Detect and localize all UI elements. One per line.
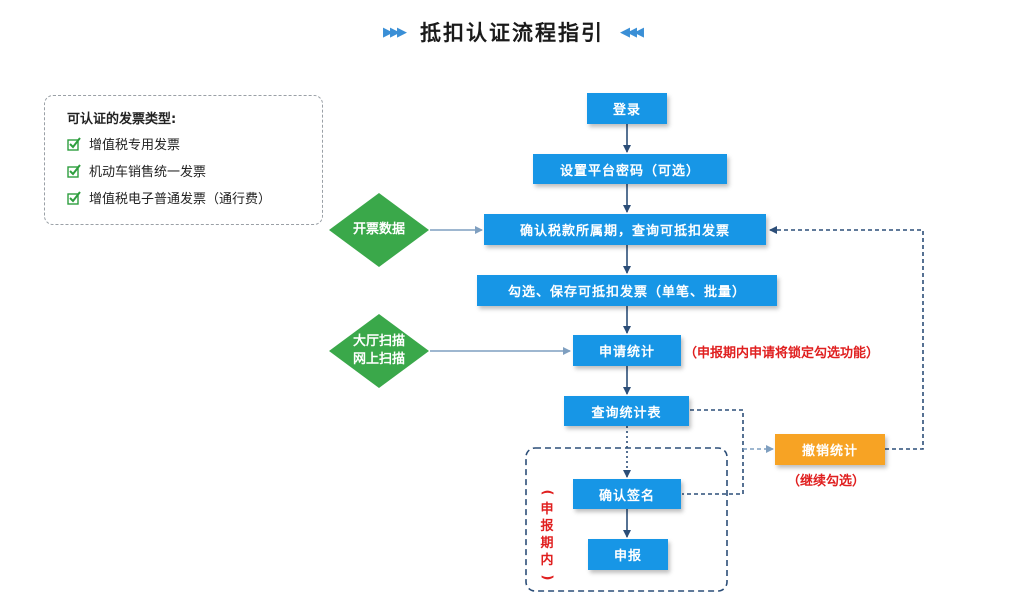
legend-item: 机动车销售统一发票 bbox=[67, 161, 206, 180]
invoice-data-label: 开票数据 bbox=[352, 222, 405, 237]
invoice-types-legend: 可认证的发票类型: 增值税专用发票 机动车销售统一发票 增值税电子普通发票（通行… bbox=[44, 95, 323, 225]
cancel-stats-step: 撤销统计 bbox=[775, 434, 885, 465]
apply-stats-note: （申报期内申请将锁定勾选功能） bbox=[684, 346, 880, 361]
legend-item: 增值税专用发票 bbox=[67, 134, 180, 153]
scan-diamond: 大厅扫描 网上扫描 bbox=[327, 312, 431, 390]
legend-item-label: 增值税专用发票 bbox=[89, 138, 181, 153]
checkbox-checked-icon bbox=[67, 190, 81, 205]
legend-item: 增值税电子普通发票（通行费） bbox=[67, 188, 271, 207]
query-stats-step: 查询统计表 bbox=[564, 396, 689, 426]
checkbox-checked-icon bbox=[67, 163, 81, 178]
header: ▶▶▶ 抵扣认证流程指引 ◀◀◀ bbox=[0, 12, 1024, 52]
continue-select-note: （继续勾选） bbox=[787, 474, 866, 489]
declaration-period-box bbox=[525, 447, 728, 592]
confirm-period-step: 确认税款所属期，查询可抵扣发票 bbox=[484, 214, 766, 245]
login-step: 登录 bbox=[587, 93, 667, 124]
legend-item-label: 增值税电子普通发票（通行费） bbox=[89, 192, 272, 207]
hall-scan-label: 大厅扫描 bbox=[352, 334, 405, 349]
online-scan-label: 网上扫描 bbox=[352, 352, 405, 367]
page-title: 抵扣认证流程指引 bbox=[420, 20, 604, 45]
declare-step: 申报 bbox=[588, 539, 668, 570]
left-arrows-icon: ◀◀◀ bbox=[620, 24, 644, 40]
confirm-sign-step: 确认签名 bbox=[573, 479, 681, 509]
legend-item-label: 机动车销售统一发票 bbox=[89, 165, 207, 180]
set-password-step: 设置平台密码（可选） bbox=[533, 154, 727, 184]
apply-stats-step: 申请统计 bbox=[573, 335, 681, 366]
right-arrows-icon: ▶▶▶ bbox=[383, 24, 407, 40]
select-save-step: 勾选、保存可抵扣发票（单笔、批量） bbox=[477, 275, 777, 306]
invoice-data-diamond: 开票数据 bbox=[327, 191, 431, 269]
checkbox-checked-icon bbox=[67, 136, 81, 151]
declaration-period-label: ( 申 报 期 内 ) bbox=[539, 489, 555, 581]
legend-heading: 可认证的发票类型: bbox=[67, 112, 177, 127]
